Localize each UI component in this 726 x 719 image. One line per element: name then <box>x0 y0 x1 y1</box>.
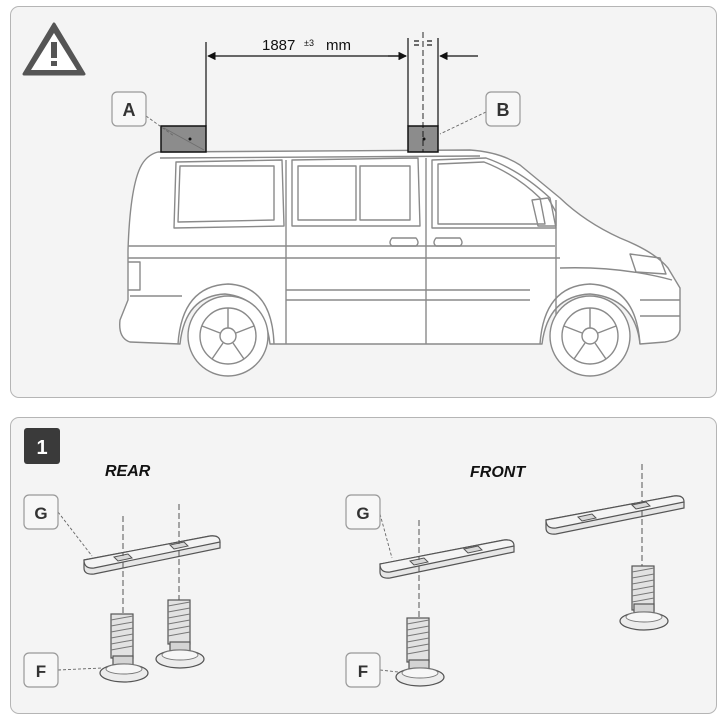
dimension-tolerance: ±3 <box>304 38 314 48</box>
rear-bolt-2 <box>155 599 205 669</box>
rear-plate <box>83 535 221 575</box>
front-plate-lower <box>379 539 515 579</box>
dimension-lines <box>205 32 478 152</box>
warning-triangle-icon <box>22 22 86 76</box>
van-illustration <box>119 149 681 377</box>
rear-label-f: F <box>36 662 46 681</box>
front-label-f: F <box>358 662 368 681</box>
dimension-unit: mm <box>326 37 351 54</box>
front-label-g-box <box>345 494 381 530</box>
label-b: B <box>497 100 510 120</box>
front-label-g: G <box>356 504 369 523</box>
front-bolt-2 <box>619 565 669 631</box>
front-label-f-box <box>345 652 381 688</box>
dimension-value: 1887 <box>262 37 295 54</box>
front-title: FRONT <box>470 464 526 481</box>
step-number: 1 <box>36 437 47 459</box>
front-plate-upper <box>545 495 685 535</box>
front-bolt-1 <box>395 617 445 687</box>
label-a: A <box>123 100 136 120</box>
rear-title: REAR <box>105 463 151 480</box>
rear-label-g: G <box>34 504 47 523</box>
label-b-box <box>485 91 521 127</box>
rear-bolt-1 <box>99 613 149 683</box>
rear-label-f-box <box>23 652 59 688</box>
rear-label-g-box <box>23 494 59 530</box>
label-a-box <box>111 91 147 127</box>
step-number-badge <box>24 428 60 464</box>
